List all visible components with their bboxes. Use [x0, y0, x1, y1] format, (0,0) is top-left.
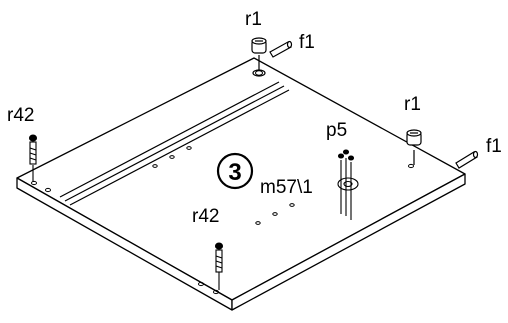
label-r42-left: r42: [7, 105, 34, 126]
screw-r42-left: [28, 134, 38, 182]
dowel-f1-right: [455, 150, 479, 169]
step-number-badge: 3: [216, 152, 254, 190]
panel-groove: [59, 81, 290, 206]
label-f1-right: f1: [486, 136, 502, 157]
dowel-f1-top: [269, 40, 293, 58]
hinge-m57-with-screws-p5: [337, 149, 359, 220]
cam-lock-r1-right: [406, 129, 422, 165]
step-number: 3: [228, 159, 241, 186]
screw-r42-bottom: [214, 242, 224, 290]
label-r1-top: r1: [245, 9, 262, 30]
label-p5: p5: [326, 120, 347, 141]
label-f1-top: f1: [299, 32, 315, 53]
label-r1-right: r1: [404, 94, 421, 115]
label-m57: m57\1: [260, 177, 313, 198]
cam-lock-r1-top: [251, 37, 267, 77]
label-r42-bottom: r42: [192, 206, 219, 227]
